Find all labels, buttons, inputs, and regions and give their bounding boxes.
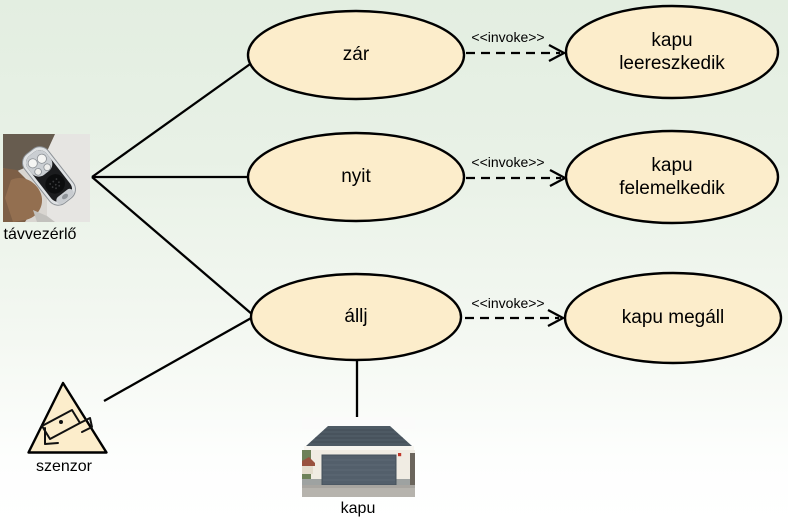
actor-label-szenzor: szenzor bbox=[35, 458, 93, 475]
invoke-stereotype-label: <<invoke>> bbox=[471, 29, 545, 45]
ellipse-zar bbox=[246, 9, 466, 101]
neighbor-roof bbox=[302, 457, 315, 466]
roof bbox=[306, 426, 412, 446]
arrowhead-icon bbox=[548, 43, 567, 63]
actor-label-tavvezerlo: távvezérlő bbox=[3, 226, 77, 243]
fascia bbox=[304, 446, 414, 450]
line-sensor-allj bbox=[103, 315, 254, 403]
thumb bbox=[5, 177, 43, 222]
arrowhead-icon bbox=[547, 308, 566, 328]
ellipse-kapu-leereszkedik bbox=[564, 4, 780, 100]
actor-label-kapu: kapu bbox=[340, 500, 376, 517]
use-case-label-kapu-megall: kapu megáll bbox=[621, 307, 725, 329]
use-case-label-nyit: nyit bbox=[341, 166, 371, 188]
cctv-camera-icon bbox=[41, 409, 93, 445]
invoke-arrows bbox=[465, 43, 568, 328]
line-remote-allj bbox=[91, 176, 254, 316]
ellipse-kapu-felemelkedik bbox=[564, 129, 780, 225]
garage-door-photo bbox=[302, 417, 415, 497]
plinth-left bbox=[302, 479, 322, 485]
warning-triangle bbox=[27, 381, 108, 454]
sensor-triangle bbox=[27, 381, 108, 454]
ellipse-allj bbox=[249, 272, 463, 362]
key-blade bbox=[33, 210, 55, 222]
use-case-label-kapu-felemelkedik: kapu felemelkedik bbox=[619, 154, 725, 199]
use-case-label-allj: állj bbox=[344, 306, 368, 328]
ellipse-kapu-megall bbox=[563, 271, 783, 365]
use-case-ellipses bbox=[246, 4, 783, 365]
invoke-stereotype-label: <<invoke>> bbox=[471, 295, 545, 311]
keyfob bbox=[22, 146, 76, 206]
use-case-label-zar: zár bbox=[342, 44, 370, 66]
plinth-right bbox=[396, 479, 415, 485]
line-remote-zar bbox=[91, 61, 254, 178]
side-window bbox=[410, 453, 415, 485]
alarm-box bbox=[398, 453, 402, 457]
invoke-stereotype-label: <<invoke>> bbox=[471, 154, 545, 170]
use-case-label-kapu-leereszkedik: kapu leereszkedik bbox=[619, 29, 725, 74]
remote-control-photo bbox=[3, 134, 90, 222]
association-lines bbox=[91, 61, 359, 418]
ellipse-nyit bbox=[246, 131, 466, 223]
